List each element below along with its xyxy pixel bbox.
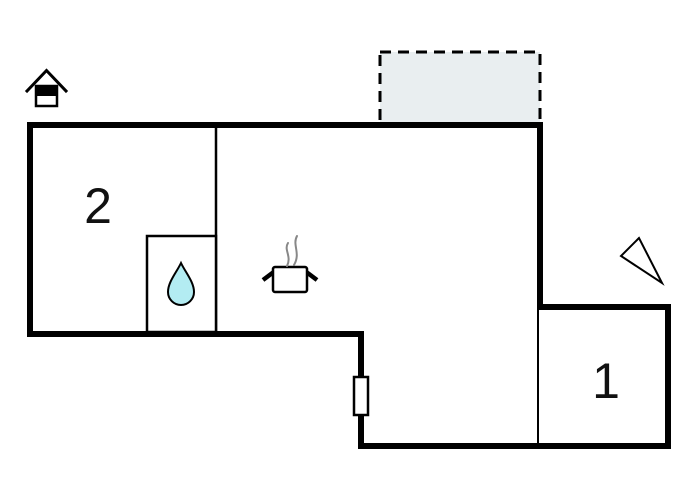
outer-walls (27, 122, 671, 449)
water-drop-icon (166, 260, 196, 306)
steam-icon (285, 235, 298, 267)
room-2-label: 2 (84, 178, 112, 234)
room-1-label: 1 (592, 353, 620, 409)
window-marker (352, 375, 370, 417)
cooking-pot-icon (261, 235, 319, 294)
house-icon (24, 68, 69, 108)
north-arrow-icon (619, 236, 665, 286)
pot-body (271, 265, 309, 294)
terrace-dashed-area (378, 50, 542, 126)
house-roof (24, 68, 69, 94)
house-body-dark-half (36, 86, 57, 96)
